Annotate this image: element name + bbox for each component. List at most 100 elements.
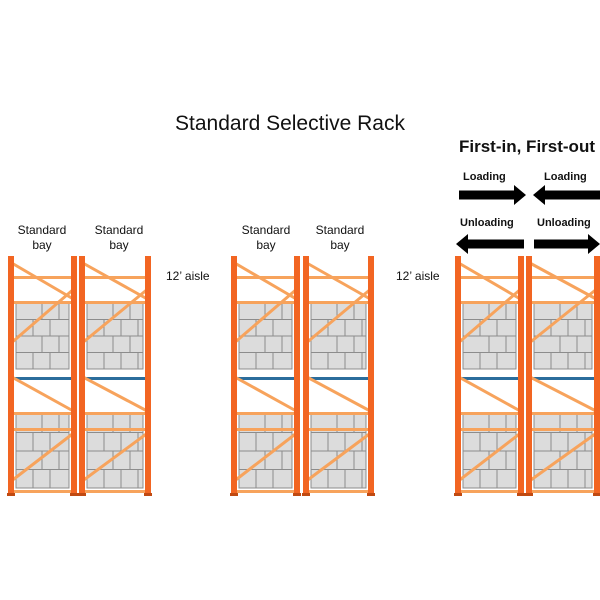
rack-foot bbox=[70, 493, 78, 496]
rack-beam bbox=[81, 412, 149, 415]
rack-beam bbox=[305, 428, 372, 431]
rack-beam bbox=[305, 276, 372, 279]
page-title: Standard Selective Rack bbox=[175, 112, 405, 135]
rack-brace bbox=[455, 430, 524, 484]
rack-foot bbox=[7, 493, 15, 496]
rack-beam bbox=[81, 428, 149, 431]
rack-beam bbox=[528, 412, 598, 415]
rack-beam bbox=[457, 301, 522, 304]
pallet-load bbox=[310, 302, 367, 370]
rack-upright bbox=[518, 256, 524, 494]
pallet-load bbox=[462, 413, 517, 489]
rack-foot bbox=[293, 493, 301, 496]
rack-upright bbox=[8, 256, 14, 494]
rack-foot bbox=[302, 493, 310, 496]
pallet-load bbox=[533, 413, 593, 489]
pallet-load bbox=[533, 302, 593, 370]
rack-foot bbox=[230, 493, 238, 496]
rack-upright bbox=[71, 256, 77, 494]
pallet-load bbox=[462, 302, 517, 370]
rack-brace bbox=[455, 374, 524, 414]
rack-beam bbox=[457, 412, 522, 415]
rack-beam bbox=[10, 377, 75, 380]
rack-beam bbox=[305, 412, 372, 415]
rack-foot bbox=[525, 493, 533, 496]
aisle-label-1: 12’ aisle bbox=[166, 269, 210, 283]
rack-upright bbox=[594, 256, 600, 494]
rack-brace bbox=[526, 286, 600, 346]
rack-upright bbox=[368, 256, 374, 494]
rack-beam bbox=[305, 490, 372, 493]
rack-beam bbox=[528, 276, 598, 279]
rack-brace bbox=[79, 430, 151, 484]
rack-brace bbox=[8, 430, 77, 484]
rack-brace bbox=[526, 430, 600, 484]
rack-beam bbox=[233, 412, 298, 415]
rack-brace bbox=[8, 286, 77, 346]
rack-beam bbox=[457, 377, 522, 380]
rack-upright bbox=[455, 256, 461, 494]
pallet-load bbox=[310, 413, 367, 489]
rack-beam bbox=[233, 490, 298, 493]
loading-label-right: Loading bbox=[544, 171, 587, 183]
rack-brace bbox=[231, 430, 300, 484]
rack-foot bbox=[367, 493, 375, 496]
loading-arrow-right bbox=[459, 185, 526, 205]
rack-beam bbox=[305, 377, 372, 380]
rack-beam bbox=[233, 377, 298, 380]
rack-beam bbox=[233, 428, 298, 431]
rack-brace bbox=[303, 260, 374, 302]
rack-brace bbox=[303, 430, 374, 484]
pallet-load bbox=[86, 302, 144, 370]
unloading-label-left: Unloading bbox=[460, 217, 514, 229]
pallet-load bbox=[15, 302, 70, 370]
rack-brace bbox=[526, 374, 600, 414]
rack-foot bbox=[78, 493, 86, 496]
rack-beam bbox=[457, 428, 522, 431]
rack-brace bbox=[8, 260, 77, 302]
rack-brace bbox=[231, 260, 300, 302]
rack-brace bbox=[303, 286, 374, 346]
rack-beam bbox=[528, 490, 598, 493]
pallet-load bbox=[238, 413, 293, 489]
rack-beam bbox=[10, 490, 75, 493]
rack-beam bbox=[528, 377, 598, 380]
rack-brace bbox=[526, 260, 600, 302]
rack-upright bbox=[231, 256, 237, 494]
rack-bay-4 bbox=[302, 256, 375, 496]
rack-brace bbox=[79, 286, 151, 346]
rack-beam bbox=[233, 276, 298, 279]
rack-brace bbox=[79, 260, 151, 302]
unloading-label-right: Unloading bbox=[537, 217, 591, 229]
rack-beam bbox=[81, 301, 149, 304]
rack-beam bbox=[81, 490, 149, 493]
pallet-load bbox=[86, 413, 144, 489]
rack-beam bbox=[528, 428, 598, 431]
rack-brace bbox=[455, 286, 524, 346]
rack-upright bbox=[294, 256, 300, 494]
rack-bay-5 bbox=[454, 256, 525, 496]
loading-label-left: Loading bbox=[463, 171, 506, 183]
rack-beam bbox=[233, 301, 298, 304]
rack-upright bbox=[303, 256, 309, 494]
rack-bay-1 bbox=[7, 256, 78, 496]
rack-foot bbox=[144, 493, 152, 496]
rack-brace bbox=[455, 260, 524, 302]
rack-bay-2 bbox=[78, 256, 152, 496]
rack-bay-3 bbox=[230, 256, 301, 496]
rack-brace bbox=[79, 374, 151, 414]
rack-brace bbox=[303, 374, 374, 414]
fifo-title: First-in, First-out bbox=[459, 137, 595, 156]
rack-foot bbox=[454, 493, 462, 496]
rack-beam bbox=[10, 412, 75, 415]
rack-brace bbox=[8, 374, 77, 414]
unloading-arrow-left bbox=[456, 234, 524, 254]
rack-bay-6 bbox=[525, 256, 600, 496]
rack-foot bbox=[517, 493, 525, 496]
loading-arrow-left bbox=[533, 185, 600, 205]
rack-beam bbox=[81, 377, 149, 380]
